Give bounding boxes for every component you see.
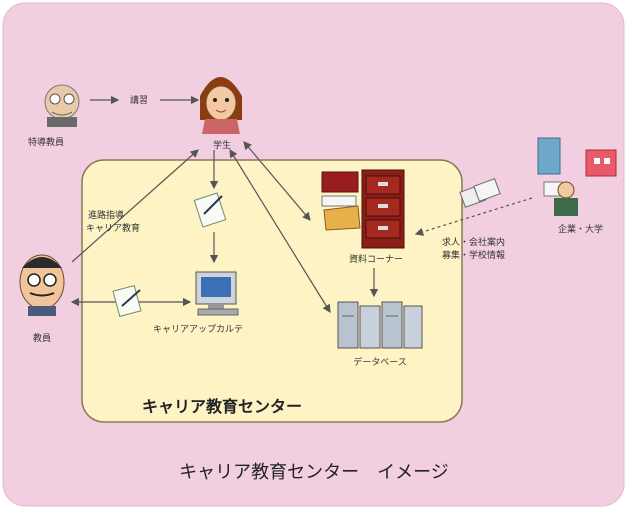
materials-corner-label: 資料コーナー [349, 253, 403, 265]
special-teacher-icon [44, 84, 80, 127]
karte-pad-icon [193, 192, 227, 228]
arrow-company-materials [414, 197, 533, 236]
teacher-icon [19, 254, 65, 316]
guidance-label-line1: 進路指導 [88, 209, 124, 221]
page-title: キャリア教育センター イメージ [179, 462, 449, 483]
lecture-label: 講習 [130, 94, 148, 106]
teacher-label: 教員 [33, 332, 51, 344]
info-label-line1: 求人・会社案内 [442, 236, 505, 248]
guidance-label-line2: キャリア教育 [86, 222, 140, 234]
database-label: データベース [353, 356, 407, 368]
arrow-student-database [229, 148, 331, 314]
special-teacher-label: 特導教員 [28, 136, 64, 148]
materials-corner-icon [321, 169, 405, 249]
student-label: 学生 [213, 139, 231, 151]
database-icon [337, 301, 423, 349]
center-title: キャリア教育センター [142, 397, 302, 416]
info-label-line2: 募集・学校情報 [442, 249, 505, 261]
documents-icon [459, 178, 501, 208]
company-label: 企業・大学 [558, 223, 603, 235]
arrow-teacher-student [71, 149, 199, 263]
student-icon [200, 77, 242, 134]
computer-icon [195, 271, 239, 316]
karte-pad-icon-2 [112, 284, 142, 318]
connection-arrows [70, 95, 533, 314]
career-karte-label: キャリアアップカルテ [153, 324, 243, 335]
company-icon [537, 137, 617, 216]
